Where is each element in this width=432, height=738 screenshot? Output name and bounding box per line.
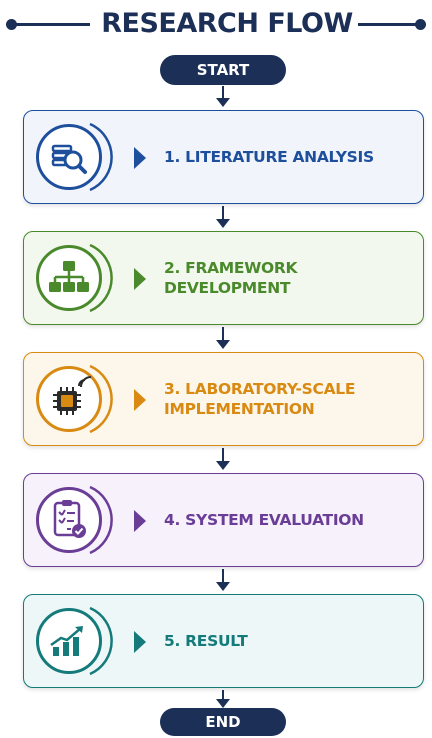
end-pill: END: [160, 708, 286, 736]
step-pointer: [134, 631, 146, 653]
flow-arrow: [216, 327, 230, 349]
clipboard-check-icon: [36, 487, 102, 553]
title-left-dot: [6, 19, 17, 30]
flow-arrow: [216, 690, 230, 708]
start-pill: START: [160, 55, 286, 85]
step-system-evaluation: 4. SYSTEM EVALUATION: [23, 473, 424, 567]
step-label: 2. FRAMEWORK DEVELOPMENT: [164, 259, 298, 297]
growth-chart-icon: [36, 608, 102, 674]
step-icon-ring: [89, 243, 113, 313]
step-pointer: [134, 268, 146, 290]
step-pointer: [134, 389, 146, 411]
step-pointer: [134, 510, 146, 532]
flow-arrow: [216, 206, 230, 228]
step-laboratory-scale-implementation: 3. LABORATORY-SCALE IMPLEMENTATION: [23, 352, 424, 446]
flow-arrow: [216, 569, 230, 591]
flow-arrow: [216, 86, 230, 107]
flow-arrow: [216, 448, 230, 470]
step-label: 4. SYSTEM EVALUATION: [164, 511, 364, 529]
step-icon-ring: [89, 122, 113, 192]
step-label: 1. LITERATURE ANALYSIS: [164, 148, 374, 166]
step-icon-ring: [89, 606, 113, 676]
step-icon-ring: [89, 485, 113, 555]
step-label: 5. RESULT: [164, 632, 248, 650]
title-right-dot: [415, 19, 426, 30]
step-framework-development: 2. FRAMEWORK DEVELOPMENT: [23, 231, 424, 325]
literature-search-icon: [36, 124, 102, 190]
step-literature-analysis: 1. LITERATURE ANALYSIS: [23, 110, 424, 204]
title-right-line: [358, 23, 420, 26]
step-label: 3. LABORATORY-SCALE IMPLEMENTATION: [164, 380, 356, 418]
iot-chip-icon: [36, 366, 102, 432]
title-left-line: [12, 23, 90, 26]
step-pointer: [134, 147, 146, 169]
step-result: 5. RESULT: [23, 594, 424, 688]
step-icon-ring: [89, 364, 113, 434]
hierarchy-framework-icon: [36, 245, 102, 311]
diagram-title-bar: RESEARCH FLOW: [0, 4, 432, 44]
diagram-title: RESEARCH FLOW: [101, 8, 353, 39]
